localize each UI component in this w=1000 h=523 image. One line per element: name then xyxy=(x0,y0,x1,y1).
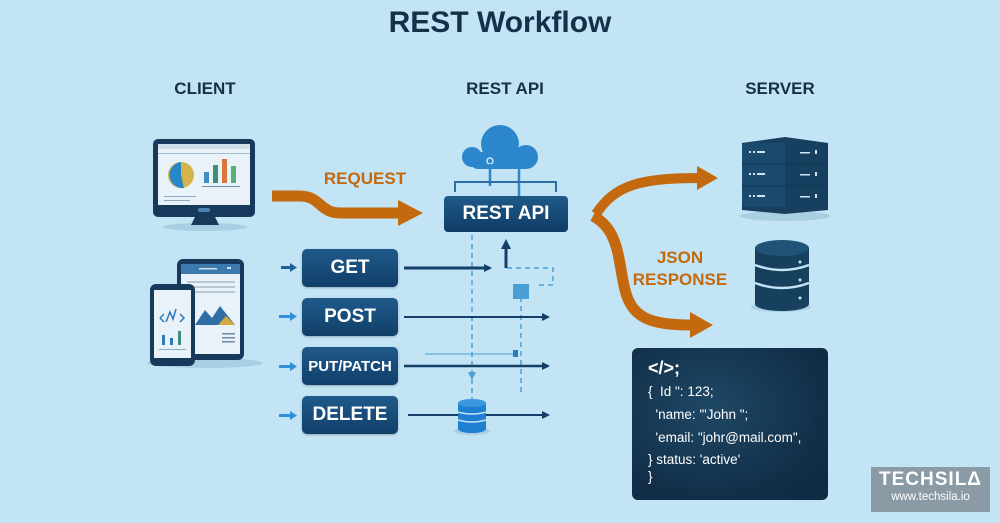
input-arrow-delete xyxy=(279,411,297,420)
rest-api-box[interactable]: REST API xyxy=(444,196,568,232)
small-connector-block xyxy=(513,284,529,299)
input-arrow-get xyxy=(281,263,297,272)
input-arrow-post xyxy=(279,312,297,321)
tablet-phone-icon xyxy=(147,259,263,368)
get-method-button[interactable]: GET xyxy=(302,249,398,287)
response-arrow-to-server xyxy=(591,173,701,217)
json-label: JSON xyxy=(656,248,704,267)
json-code-panel: </>; { Id ": 123; 'name: '"John "; 'emai… xyxy=(632,348,828,500)
small-database-icon xyxy=(454,399,490,435)
method-input-arrows xyxy=(279,263,297,420)
code-line: } status: 'active' xyxy=(648,452,741,467)
post-method-button[interactable]: POST xyxy=(302,298,398,336)
code-line: } xyxy=(648,469,653,484)
request-arrowhead xyxy=(398,200,423,226)
request-label: REQUEST xyxy=(323,169,407,188)
code-line: 'email: "johr@mail.com", xyxy=(648,430,802,445)
code-line: 'name: '"John "; xyxy=(648,407,749,422)
client-heading: CLIENT xyxy=(174,79,236,98)
response-label: RESPONSE xyxy=(632,270,728,289)
code-line: { Id ": 123; xyxy=(648,384,714,399)
page-title: REST Workflow xyxy=(388,6,612,39)
put-patch-method-button[interactable]: PUT/PATCH xyxy=(302,347,398,385)
delete-method-button[interactable]: DELETE xyxy=(302,396,398,434)
server-stack-icon xyxy=(740,137,830,221)
database-icon xyxy=(751,240,811,312)
desktop-monitor-icon xyxy=(153,139,255,231)
request-arrow xyxy=(272,190,400,219)
brand-url: www.techsila.io xyxy=(891,491,970,503)
rest-api-heading: REST API xyxy=(466,79,544,98)
brand-name: TECHSILΔ xyxy=(879,469,982,490)
server-heading: SERVER xyxy=(745,79,815,98)
response-arrow-to-panel xyxy=(590,211,693,331)
cloud-icon xyxy=(454,125,557,196)
code-tag-icon: </>; xyxy=(648,358,681,378)
input-arrow-put xyxy=(279,362,297,371)
brand-watermark[interactable]: TECHSILΔ www.techsila.io xyxy=(871,467,990,512)
dashed-arrowhead xyxy=(468,372,476,380)
